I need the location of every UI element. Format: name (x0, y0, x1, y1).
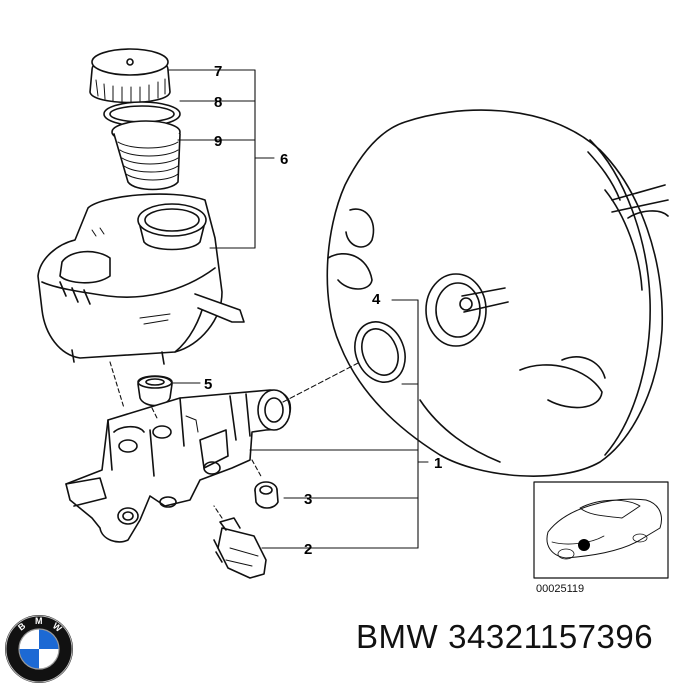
plug (254, 481, 279, 509)
fluid-reservoir (37, 193, 245, 365)
level-switch (213, 517, 267, 579)
grommet (137, 375, 173, 407)
inset-image-code: 00025119 (536, 583, 584, 595)
callout-1: 1 (434, 455, 442, 472)
callout-4: 4 (372, 291, 381, 308)
bmw-logo: B M W (5, 615, 73, 683)
svg-text:B: B (16, 620, 28, 632)
callout-3: 3 (304, 491, 312, 508)
brake-booster (326, 109, 669, 477)
svg-text:M: M (35, 616, 43, 626)
reservoir-cap (89, 48, 171, 104)
callout-7: 7 (214, 63, 222, 80)
part-number: 34321157396 (448, 618, 654, 655)
filter-strainer (111, 120, 181, 191)
seal-ring (103, 101, 181, 127)
callout-6: 6 (280, 151, 288, 168)
brand-name: BMW (356, 618, 439, 655)
master-cylinder (65, 389, 292, 543)
callout-5: 5 (204, 376, 212, 393)
callout-8: 8 (214, 94, 222, 111)
callout-2: 2 (304, 541, 312, 558)
o-ring-seal (354, 321, 406, 383)
car-locator-inset (533, 481, 669, 579)
callout-9: 9 (214, 133, 222, 150)
leader-lines (109, 69, 429, 549)
